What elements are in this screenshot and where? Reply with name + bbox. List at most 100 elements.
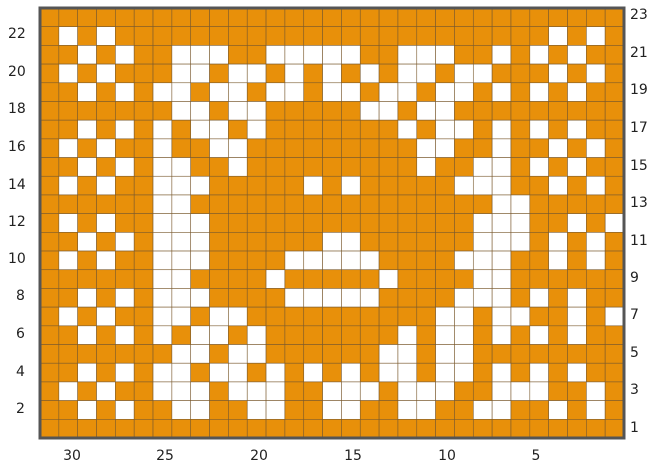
empty-cell — [172, 45, 191, 64]
filled-cell — [341, 345, 360, 364]
empty-cell — [78, 326, 97, 345]
empty-cell — [586, 382, 605, 401]
column-label-20: 20 — [250, 448, 268, 464]
empty-cell — [153, 288, 172, 307]
empty-cell — [341, 83, 360, 102]
filled-cell — [247, 232, 266, 251]
filled-cell — [605, 45, 624, 64]
empty-cell — [454, 345, 473, 364]
empty-cell — [228, 307, 247, 326]
filled-cell — [285, 8, 304, 27]
filled-cell — [398, 251, 417, 270]
filled-cell — [228, 288, 247, 307]
empty-cell — [341, 401, 360, 420]
filled-cell — [40, 176, 59, 195]
filled-cell — [341, 326, 360, 345]
filled-cell — [210, 27, 229, 46]
filled-cell — [323, 307, 342, 326]
empty-cell — [304, 176, 323, 195]
filled-cell — [417, 251, 436, 270]
filled-cell — [304, 232, 323, 251]
filled-cell — [40, 382, 59, 401]
filled-cell — [266, 27, 285, 46]
empty-cell — [473, 232, 492, 251]
filled-cell — [134, 214, 153, 233]
empty-cell — [567, 307, 586, 326]
filled-cell — [285, 176, 304, 195]
filled-cell — [97, 288, 116, 307]
filled-cell — [323, 176, 342, 195]
empty-cell — [398, 326, 417, 345]
empty-cell — [567, 214, 586, 233]
filled-cell — [567, 419, 586, 438]
empty-cell — [492, 195, 511, 214]
filled-cell — [59, 345, 78, 364]
filled-cell — [492, 101, 511, 120]
filled-cell — [59, 195, 78, 214]
filled-cell — [454, 419, 473, 438]
filled-cell — [454, 382, 473, 401]
empty-cell — [549, 251, 568, 270]
filled-cell — [134, 27, 153, 46]
filled-cell — [210, 8, 229, 27]
filled-cell — [285, 270, 304, 289]
filled-cell — [59, 83, 78, 102]
empty-cell — [417, 64, 436, 83]
empty-cell — [567, 326, 586, 345]
empty-cell — [153, 251, 172, 270]
filled-cell — [266, 64, 285, 83]
filled-cell — [398, 176, 417, 195]
filled-cell — [323, 345, 342, 364]
filled-cell — [191, 83, 210, 102]
filled-cell — [605, 120, 624, 139]
filled-cell — [436, 251, 455, 270]
filled-cell — [304, 270, 323, 289]
empty-cell — [454, 307, 473, 326]
filled-cell — [417, 195, 436, 214]
filled-cell — [360, 83, 379, 102]
empty-cell — [492, 251, 511, 270]
empty-cell — [191, 382, 210, 401]
empty-cell — [323, 232, 342, 251]
filled-cell — [323, 8, 342, 27]
row-label-12: 12 — [8, 214, 26, 230]
empty-cell — [417, 158, 436, 177]
empty-cell — [172, 270, 191, 289]
empty-cell — [454, 120, 473, 139]
empty-cell — [323, 288, 342, 307]
filled-cell — [153, 27, 172, 46]
filled-cell — [549, 288, 568, 307]
filled-cell — [341, 8, 360, 27]
filled-cell — [191, 419, 210, 438]
filled-cell — [379, 64, 398, 83]
filled-cell — [228, 120, 247, 139]
empty-cell — [304, 363, 323, 382]
empty-cell — [323, 83, 342, 102]
empty-cell — [341, 382, 360, 401]
filled-cell — [530, 232, 549, 251]
filled-cell — [473, 45, 492, 64]
empty-cell — [360, 64, 379, 83]
empty-cell — [492, 288, 511, 307]
filled-cell — [247, 307, 266, 326]
filled-cell — [210, 64, 229, 83]
filled-cell — [304, 326, 323, 345]
empty-cell — [266, 401, 285, 420]
empty-cell — [567, 288, 586, 307]
filled-cell — [511, 419, 530, 438]
filled-cell — [360, 158, 379, 177]
filled-cell — [379, 214, 398, 233]
empty-cell — [586, 232, 605, 251]
filled-cell — [191, 363, 210, 382]
empty-cell — [191, 288, 210, 307]
filled-cell — [97, 363, 116, 382]
filled-cell — [228, 270, 247, 289]
filled-cell — [78, 251, 97, 270]
empty-cell — [473, 251, 492, 270]
filled-cell — [210, 270, 229, 289]
empty-cell — [172, 83, 191, 102]
filled-cell — [454, 270, 473, 289]
filled-cell — [605, 139, 624, 158]
filled-cell — [379, 326, 398, 345]
filled-cell — [567, 101, 586, 120]
